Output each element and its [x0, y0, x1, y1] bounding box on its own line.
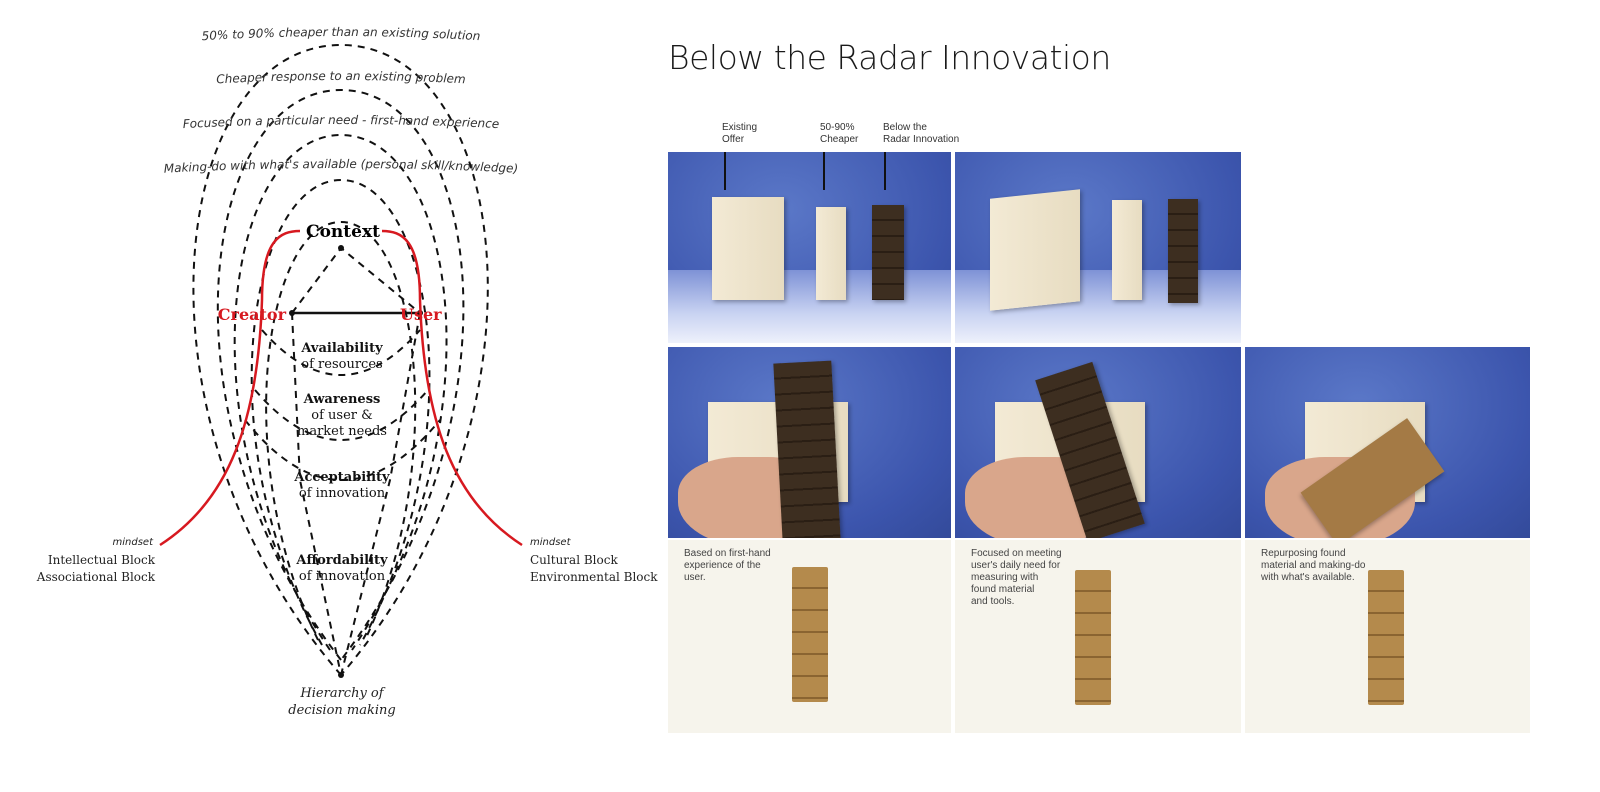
- hierarchy-diagram: 50% to 90% cheaper than an existing solu…: [36, 25, 658, 718]
- photo-hand-3: [1245, 347, 1530, 538]
- photo-blocks-front: [668, 152, 951, 343]
- arc-labels: 50% to 90% cheaper than an existing solu…: [163, 25, 518, 176]
- left-block: Associational Block: [36, 570, 156, 584]
- svg-text:market needs: market needs: [297, 424, 387, 439]
- context-label: Context: [306, 222, 380, 242]
- svg-text:of user &: of user &: [311, 408, 372, 423]
- svg-text:Affordability: Affordability: [295, 553, 388, 568]
- arc-label: Focused on a particular need - first-han…: [182, 113, 499, 131]
- arc-label: Making-do with what's available (persona…: [163, 157, 518, 176]
- dashed-teardrops: [192, 43, 489, 676]
- svg-text:of innovation: of innovation: [299, 486, 386, 501]
- right-mindset: mindset: [530, 537, 572, 548]
- panel-title: Below the Radar Innovation: [668, 38, 1111, 77]
- photo-label-cheaper: 50-90%Cheaper: [820, 122, 859, 145]
- svg-text:Acceptability: Acceptability: [293, 470, 390, 485]
- left-mindset: mindset: [113, 537, 155, 548]
- arc-label: 50% to 90% cheaper than an existing solu…: [201, 25, 480, 43]
- right-block: Environmental Block: [530, 570, 658, 584]
- right-block: Cultural Block: [530, 553, 618, 567]
- red-mindset-curves: [159, 229, 523, 547]
- bottom-label: decision making: [288, 703, 395, 718]
- svg-text:of resources: of resources: [301, 357, 382, 372]
- photo-blocks-angle: [955, 152, 1241, 343]
- svg-text:Awareness: Awareness: [303, 392, 381, 407]
- svg-text:Availability: Availability: [300, 341, 383, 356]
- level-labels: Availability of resources Awareness of u…: [293, 341, 390, 584]
- user-label: User: [400, 305, 442, 324]
- photo-hand-1: [668, 347, 951, 538]
- creator-label: Creator: [218, 305, 287, 324]
- bottom-label: Hierarchy of: [299, 686, 385, 701]
- arc-label: Cheaper response to an existing problem: [216, 69, 466, 86]
- photo-hand-2: [955, 347, 1241, 538]
- svg-text:of innovation: of innovation: [299, 569, 386, 584]
- left-block: Intellectual Block: [48, 553, 156, 567]
